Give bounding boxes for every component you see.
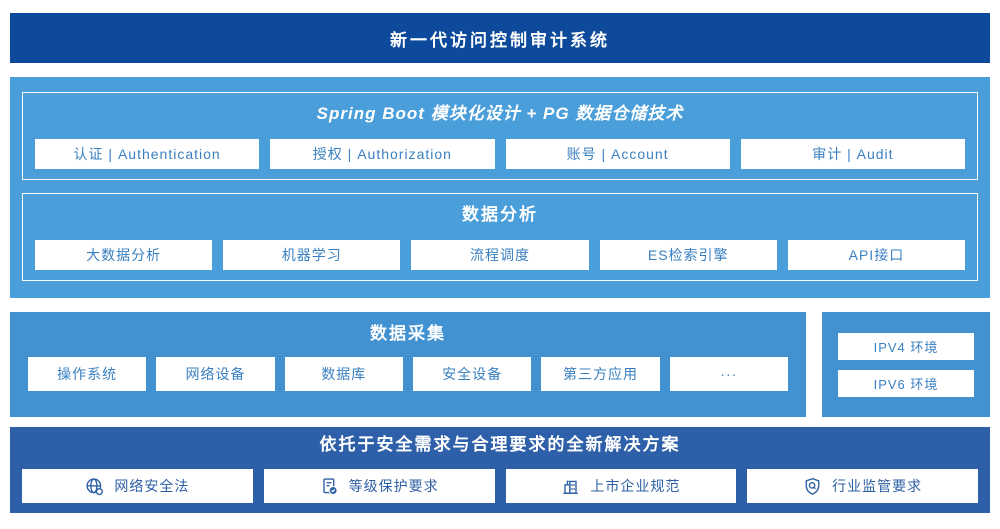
document-check-icon	[320, 477, 339, 496]
module-box-authorization: 授权 | Authorization	[270, 139, 495, 169]
solution-box-label: 等级保护要求	[348, 478, 439, 494]
collection-box-network: 网络设备	[156, 357, 275, 391]
collection-box-database: 数据库	[284, 357, 403, 391]
analysis-box-api: API接口	[787, 240, 966, 270]
solution-band: 依托于安全需求与合理要求的全新解决方案 网络安全法	[10, 427, 990, 513]
collection-box-security: 安全设备	[412, 357, 532, 391]
globe-network-icon	[85, 477, 104, 496]
header-band: 新一代访问控制审计系统	[10, 13, 990, 63]
collection-row: 操作系统 网络设备 数据库 安全设备 第三方应用 ···	[28, 357, 788, 391]
module-box-authentication: 认证 | Authentication	[35, 139, 260, 169]
page-title: 新一代访问控制审计系统	[390, 30, 610, 50]
shield-search-icon	[803, 477, 822, 496]
platform-band: Spring Boot 模块化设计 + PG 数据仓储技术 认证 | Authe…	[10, 77, 990, 298]
env-box-ipv4: IPV4 环境	[838, 332, 974, 360]
solution-title: 依托于安全需求与合理要求的全新解决方案	[319, 435, 681, 454]
analysis-box-scheduler: 流程调度	[411, 240, 589, 270]
analysis-title: 数据分析	[462, 205, 538, 224]
environment-panel: IPV4 环境 IPV6 环境	[822, 312, 990, 417]
solution-box-label: 网络安全法	[114, 478, 190, 494]
env-box-ipv6: IPV6 环境	[838, 369, 974, 397]
collection-band: 数据采集 操作系统 网络设备 数据库 安全设备 第三方应用 ···	[10, 312, 806, 417]
solution-box-label: 上市企业规范	[590, 478, 681, 494]
solution-box-listed-company: 上市企业规范	[505, 469, 737, 503]
modules-panel: Spring Boot 模块化设计 + PG 数据仓储技术 认证 | Authe…	[22, 92, 978, 180]
collection-box-thirdparty: 第三方应用	[541, 357, 660, 391]
analysis-box-bigdata: 大数据分析	[35, 240, 213, 270]
analysis-box-ml: 机器学习	[223, 240, 401, 270]
analysis-panel: 数据分析 大数据分析 机器学习 流程调度 ES检索引擎 API接口	[22, 193, 978, 281]
analysis-row: 大数据分析 机器学习 流程调度 ES检索引擎 API接口	[35, 240, 966, 270]
modules-row: 认证 | Authentication 授权 | Authorization 账…	[35, 139, 965, 169]
collection-box-more: ···	[669, 357, 788, 391]
modules-title: Spring Boot 模块化设计 + PG 数据仓储技术	[316, 104, 684, 123]
solution-box-industry-regulation: 行业监管要求	[747, 469, 978, 503]
analysis-box-es: ES检索引擎	[599, 240, 777, 270]
solution-box-cybersecurity-law: 网络安全法	[22, 469, 253, 503]
module-box-account: 账号 | Account	[505, 139, 730, 169]
collection-box-os: 操作系统	[28, 357, 147, 391]
collection-title: 数据采集	[370, 324, 446, 343]
solution-box-label: 行业监管要求	[832, 478, 923, 494]
solution-box-classified-protection: 等级保护要求	[263, 469, 495, 503]
module-box-audit: 审计 | Audit	[740, 139, 965, 169]
building-icon	[561, 477, 580, 496]
solution-row: 网络安全法 等级保护要求	[22, 469, 978, 503]
